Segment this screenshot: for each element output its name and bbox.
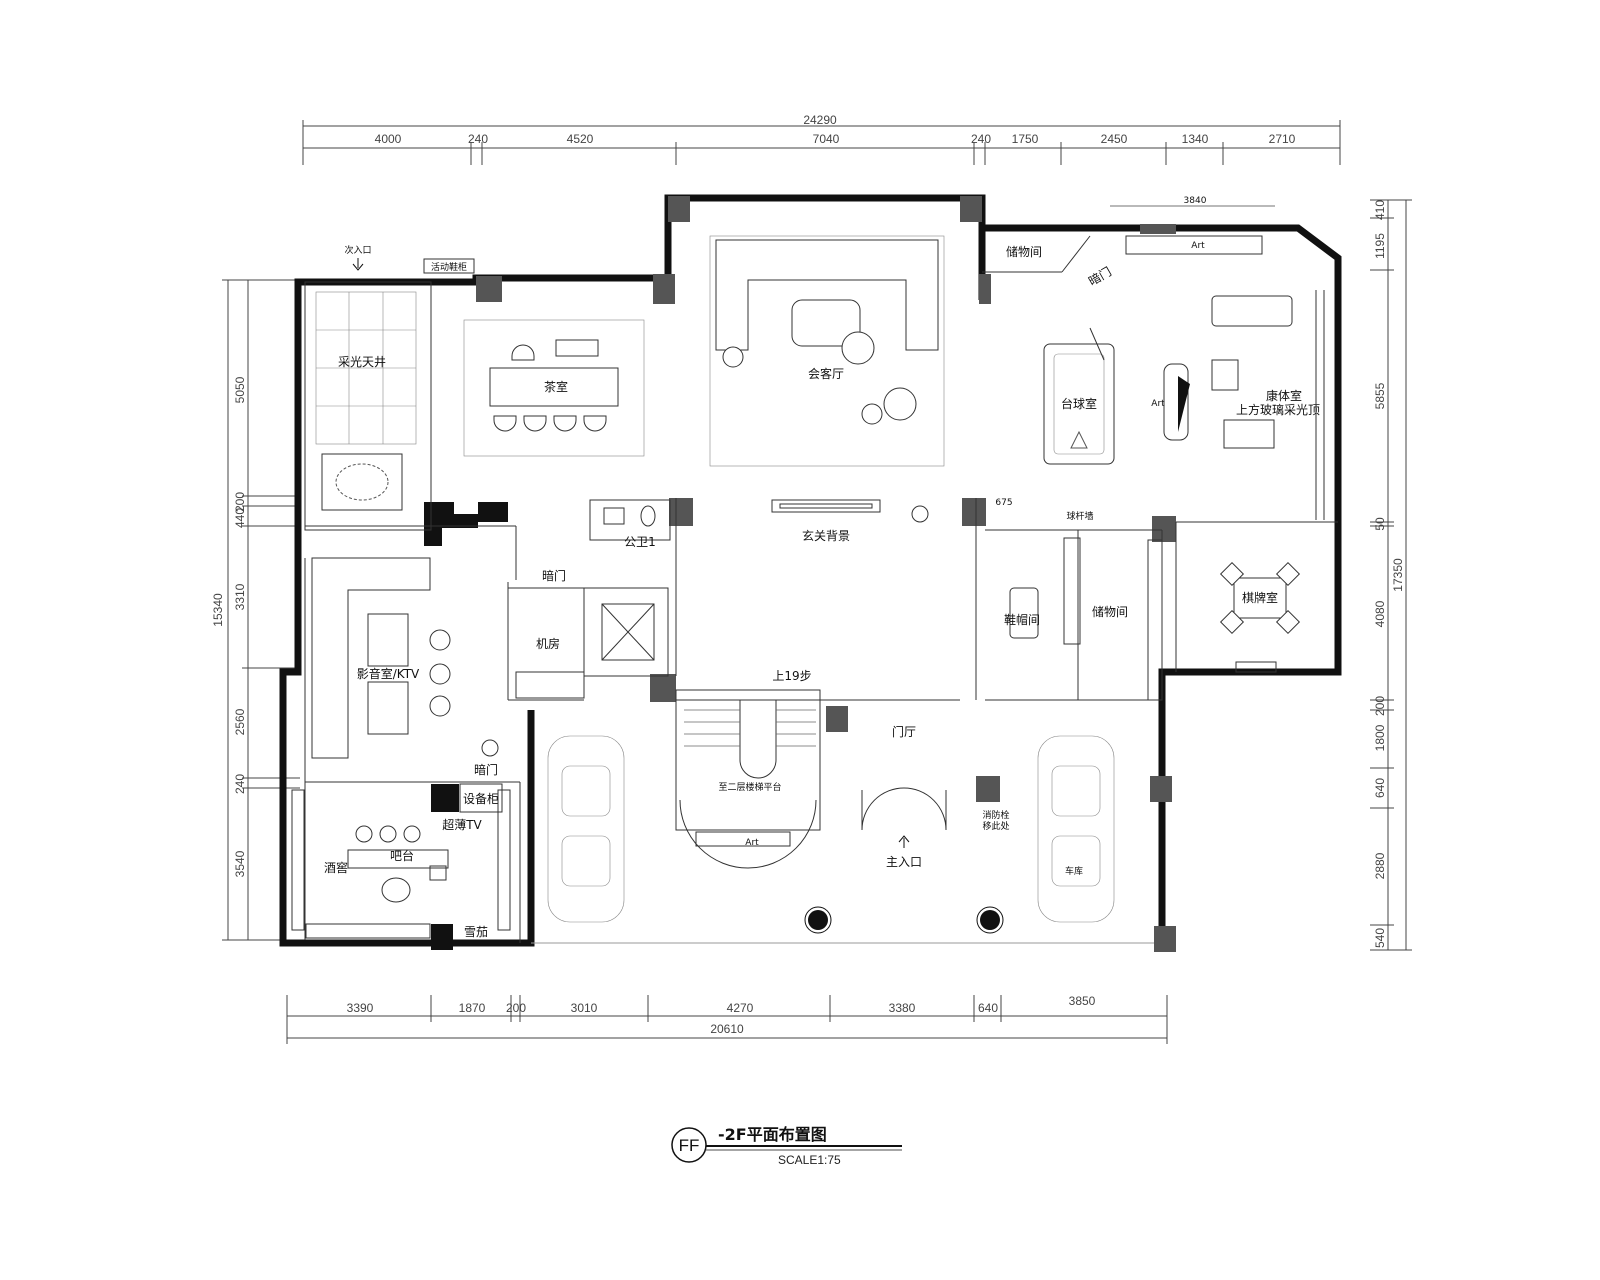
dim-top-3: 4520 (567, 132, 594, 146)
room-foyer: 门厅 (892, 724, 916, 739)
top-dimension-chain: 24290 4000 240 4520 7040 240 1750 2450 1… (302, 113, 1341, 207)
structural-columns (424, 196, 1176, 952)
dim-right-5: 4080 (1373, 600, 1387, 627)
billiards-fitness-area: 储物间 暗门 Art 台球室 Art 康体室 上方玻璃采光顶 球杆墙 675 (995, 235, 1325, 522)
stairs-foyer: 上19步 至二层楼梯平台 Art 门厅 主入口 消防栓 移此处 (675, 669, 1010, 869)
label-art-bottom: Art (745, 838, 759, 848)
label-shoe-cabinet: 活动鞋柜 (431, 261, 467, 273)
dim-675: 675 (995, 498, 1012, 508)
right-dimension-chain: 17350 410 1195 5855 50 4080 200 1800 640… (1370, 199, 1412, 951)
drawing-title: -2F平面布置图 (718, 1125, 827, 1144)
room-storage-top: 储物间 (1006, 244, 1042, 259)
bottom-dimension-chain: 3390 1870 200 3010 4270 3380 640 3850 20… (286, 994, 1168, 1044)
dim-top-8: 1340 (1182, 132, 1209, 146)
dim-bottom-1: 3390 (347, 1001, 374, 1015)
label-hidden-door-low: 暗门 (474, 762, 498, 777)
dim-top-7: 2450 (1101, 132, 1128, 146)
wine-cellar: 吧台 酒窖 雪茄 (291, 789, 511, 939)
entry-wc-area: 玄关背景 公卫1 暗门 机房 (515, 499, 929, 699)
tea-chairs (493, 344, 607, 432)
dim-right-10: 540 (1373, 928, 1387, 948)
room-skylight: 采光天井 (338, 355, 386, 369)
room-cinema: 影音室/KTV (357, 666, 420, 681)
dim-bottom-8: 3850 (1069, 994, 1096, 1008)
room-billiards: 台球室 (1061, 396, 1097, 411)
dim-right-2: 1195 (1373, 233, 1387, 259)
label-art-top: Art (1191, 241, 1205, 251)
dim-left-2: 200 (233, 492, 247, 512)
dim-top-9: 2710 (1269, 132, 1296, 146)
chess-room: 棋牌室 (1219, 561, 1301, 673)
room-reception: 会客厅 (808, 366, 844, 381)
second-entry-arrow-icon (352, 258, 364, 271)
dim-right-7: 1800 (1373, 724, 1387, 751)
dim-left-4: 3310 (233, 583, 247, 610)
reception-room: 会客厅 (709, 235, 945, 467)
label-bar: 吧台 (390, 848, 414, 863)
dim-bottom-4: 3010 (571, 1001, 598, 1015)
dim-right-6: 200 (1373, 696, 1387, 716)
dim-left-6: 240 (233, 774, 247, 794)
room-wine-cellar: 酒窖 (324, 860, 348, 875)
label-main-entry: 主入口 (886, 855, 922, 869)
dim-right-total: 17350 (1391, 558, 1405, 592)
label-entry-wall: 玄关背景 (802, 528, 850, 543)
dim-left-1: 5050 (233, 376, 247, 403)
dim-top-1: 4000 (375, 132, 402, 146)
room-fitness-note: 上方玻璃采光顶 (1236, 402, 1320, 417)
room-machine: 机房 (536, 636, 560, 651)
room-shoe: 鞋帽间 (1004, 612, 1040, 627)
title-badge-text: FF (679, 1136, 700, 1155)
room-chess: 棋牌室 (1242, 590, 1278, 605)
label-second-entry: 次入口 (344, 244, 371, 256)
dim-left-3: 440 (233, 508, 247, 528)
dim-left-total: 15340 (211, 593, 225, 627)
dim-right-3: 5855 (1373, 382, 1387, 409)
dim-bottom-3: 200 (506, 1001, 526, 1015)
dim-bottom-2: 1870 (459, 1001, 486, 1015)
dim-bottom-7: 640 (978, 1001, 998, 1015)
title-block: FF -2F平面布置图 SCALE1:75 (671, 1125, 902, 1167)
label-thin-tv: 超薄TV (442, 817, 482, 832)
dim-bottom-6: 3380 (889, 1001, 916, 1015)
room-tea: 茶室 (544, 379, 568, 394)
label-cue-wall: 球杆墙 (1066, 510, 1093, 522)
dim-top-total: 24290 (803, 113, 837, 127)
label-art-mid: Art (1151, 399, 1165, 409)
dim-top-2: 240 (468, 132, 488, 146)
skylight-well: 采光天井 次入口 活动鞋柜 (315, 244, 475, 511)
dim-left-5: 2560 (233, 708, 247, 735)
label-stairs-up: 上19步 (772, 669, 811, 683)
dim-bottom-5: 4270 (727, 1001, 754, 1015)
label-fire-hydrant: 消防栓 (982, 809, 1009, 821)
cinema-room: 影音室/KTV 暗门 设备柜 超薄TV (311, 557, 503, 832)
label-equip-cabinet: 设备柜 (463, 792, 499, 806)
label-cigar: 雪茄 (464, 925, 488, 939)
room-garage: 车库 (1065, 865, 1083, 877)
dim-right-1: 410 (1373, 200, 1387, 220)
dim-right-9: 2880 (1373, 852, 1387, 879)
dim-bottom-total: 20610 (710, 1022, 744, 1036)
label-stairs: 至二层楼梯平台 (718, 781, 781, 793)
dim-left-7: 3540 (233, 850, 247, 877)
room-storage-mid: 储物间 (1092, 604, 1128, 619)
dim-top-4: 7040 (813, 132, 840, 146)
shoe-storage-area: 鞋帽间 储物间 (1004, 537, 1163, 701)
main-entry-arrow-icon (898, 835, 910, 848)
drawing-scale: SCALE1:75 (778, 1153, 841, 1167)
room-fitness: 康体室 (1266, 388, 1302, 403)
dim-top-5: 240 (971, 132, 991, 146)
label-fire-hydrant-note: 移此处 (982, 820, 1009, 832)
garage: 车库 (547, 735, 1115, 934)
left-dimension-chain: 15340 5050 200 440 3310 2560 240 3540 (211, 279, 300, 941)
label-hidden-door-top: 暗门 (1086, 264, 1114, 289)
dim-top-6: 1750 (1012, 132, 1039, 146)
room-wc: 公卫1 (624, 535, 656, 549)
dim-right-4: 50 (1373, 517, 1387, 531)
label-hidden-door-mid: 暗门 (542, 568, 566, 583)
tea-room: 茶室 (463, 319, 645, 457)
dim-top-extra: 3840 (1184, 196, 1207, 206)
dim-right-8: 640 (1373, 778, 1387, 798)
